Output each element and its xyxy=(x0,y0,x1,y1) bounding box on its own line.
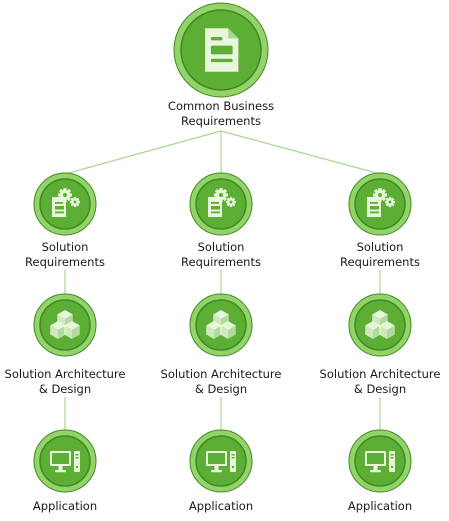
branch-3-architecture-node xyxy=(348,293,412,357)
root-label: Common Business Requirements xyxy=(168,99,274,129)
branch-1-requirements-line-2: Requirements xyxy=(25,255,105,269)
branch-2-architecture-line-2: & Design xyxy=(194,382,248,396)
cubes-icon xyxy=(365,310,395,339)
connectors xyxy=(64,130,381,430)
branch-2-application-node xyxy=(189,429,253,493)
computer-icon xyxy=(206,451,236,473)
branch-3-requirements-label: Solution Requirements xyxy=(340,240,420,270)
branch-1-requirements-label: Solution Requirements xyxy=(25,240,105,270)
branch-3-architecture-line-1: Solution Architecture xyxy=(319,367,441,381)
branch-2-requirements-line-1: Solution xyxy=(197,240,245,254)
branch-2-architecture-line-1: Solution Architecture xyxy=(160,367,282,381)
root-label-line-2: Requirements xyxy=(181,114,261,128)
computer-icon xyxy=(50,451,80,473)
document-icon xyxy=(205,28,239,72)
document-gears-icon xyxy=(367,188,396,217)
branch-3-requirements-line-1: Solution xyxy=(356,240,404,254)
branch-3-requirements-node xyxy=(348,172,412,236)
computer-icon xyxy=(365,451,395,473)
branch-3-requirements-line-2: Requirements xyxy=(340,255,420,269)
branch-2-architecture-label: Solution Architecture & Design xyxy=(161,367,282,397)
root-label-line-1: Common Business xyxy=(167,99,275,113)
connector-root-branch-1 xyxy=(64,130,222,175)
branch-1-architecture-label: Solution Architecture & Design xyxy=(5,367,126,397)
branch-1-requirements-node xyxy=(33,172,97,236)
branch-2-application-line-1: Application xyxy=(188,499,254,513)
branch-1-application-label: Application xyxy=(33,499,97,514)
branch-1-architecture-node xyxy=(33,293,97,357)
document-gears-icon xyxy=(52,188,81,217)
branch-1-requirements-line-1: Solution xyxy=(41,240,89,254)
branch-2-requirements-line-2: Requirements xyxy=(181,255,261,269)
document-gears-icon xyxy=(208,188,237,217)
branch-3-architecture-line-2: & Design xyxy=(353,382,407,396)
branch-3-application-node xyxy=(348,429,412,493)
root-node xyxy=(173,2,269,98)
branch-1-application-line-1: Application xyxy=(32,499,98,513)
cubes-icon xyxy=(50,310,80,339)
branch-3-architecture-label: Solution Architecture & Design xyxy=(320,367,441,397)
branch-2-requirements-node xyxy=(189,172,253,236)
branch-3-application-label: Application xyxy=(348,499,412,514)
branch-1-application-node xyxy=(33,429,97,493)
branch-1-architecture-line-2: & Design xyxy=(38,382,92,396)
branch-1-architecture-line-1: Solution Architecture xyxy=(4,367,126,381)
branch-2-requirements-label: Solution Requirements xyxy=(181,240,261,270)
cubes-icon xyxy=(206,310,236,339)
connector-root-branch-3 xyxy=(220,130,381,175)
branch-2-application-label: Application xyxy=(189,499,253,514)
branch-3-application-line-1: Application xyxy=(347,499,413,513)
branch-2-architecture-node xyxy=(189,293,253,357)
